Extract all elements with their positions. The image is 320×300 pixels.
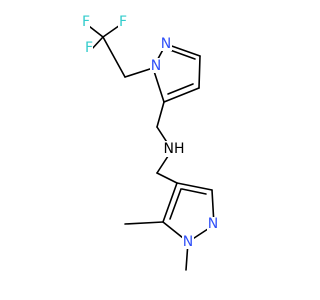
bond-top-c5-n1 [152,67,165,103]
bond-ch2-n1-top [124,67,154,78]
bond-bottom-c5-c4-outer [162,182,178,223]
molecule-structure-diagram: F F F N N NH N N [81,14,219,271]
bond-bottom-c4-c3-outer [176,182,213,191]
nitrogen-atom-label: N [161,36,171,52]
bond-bottom-c4-c3-inner [181,188,207,195]
bonds [84,22,215,271]
nitrogen-atom-label: N [183,234,193,250]
bond-top-c3-c4 [198,55,201,89]
bond-bottom-c5-c4-inner [169,188,182,220]
atom-labels: F F F N N NH N N [81,14,219,250]
bond-top-c4-c5-outer [163,87,200,103]
bond-c5-ch2 [156,101,165,128]
bond-c5-methyl [124,221,164,225]
bond-top-c4-c5-inner [167,83,194,95]
bond-top-n2-c3-inner [169,49,196,60]
nitrogen-atom-label: N [151,58,161,74]
fluorine-atom-label: F [119,14,127,30]
fluorine-atom-label: F [85,40,93,56]
nitrogen-atom-label: N [208,216,218,232]
amine-nh-label: NH [164,141,185,157]
bond-ch2-bottom-c4 [156,172,178,184]
fluorine-atom-label: F [82,14,90,30]
bond-cf3-ch2 [102,36,126,78]
